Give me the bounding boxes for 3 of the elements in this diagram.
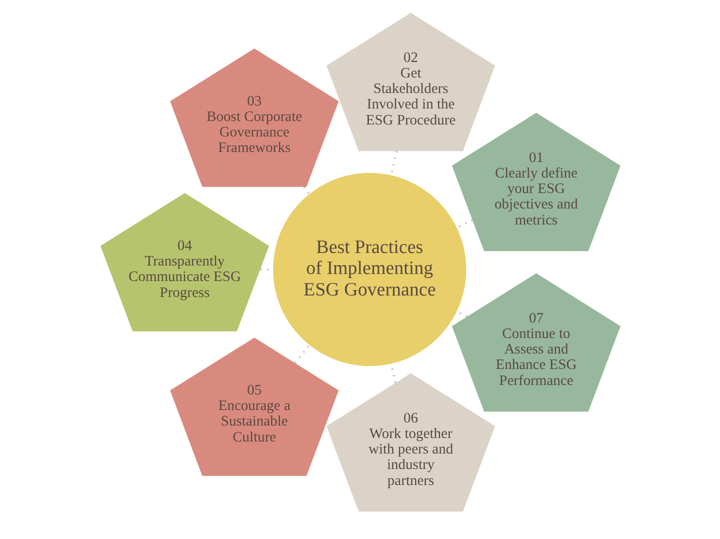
connector (302, 186, 310, 194)
connector (294, 344, 310, 364)
connector (456, 219, 472, 228)
